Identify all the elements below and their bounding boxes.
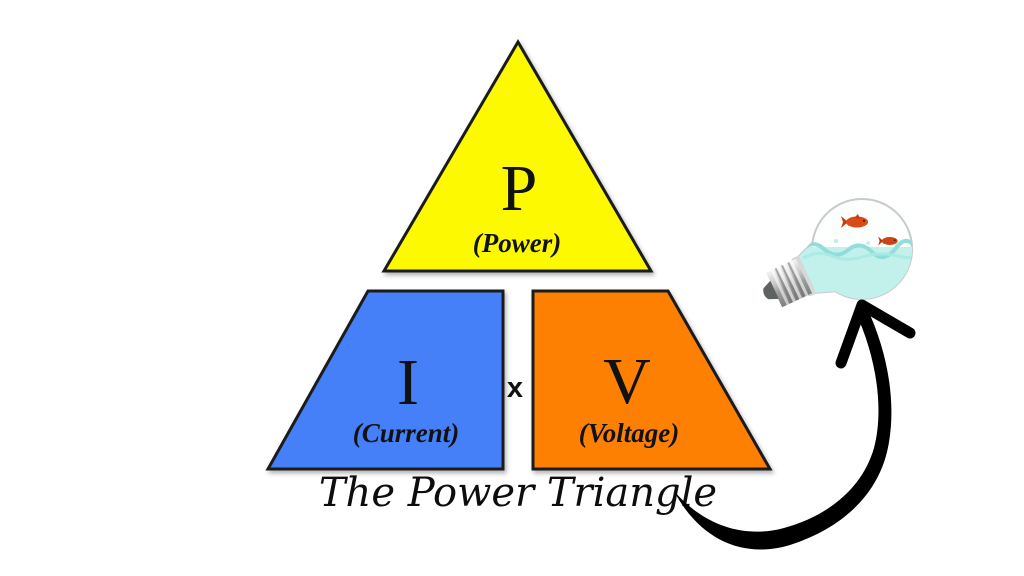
voltage-label: (Voltage) [579,418,680,448]
diagram-title: The Power Triangle [319,470,717,516]
power-label: (Power) [473,228,561,258]
power-symbol: P [501,152,538,225]
current-label: (Current) [353,418,460,448]
voltage-symbol: V [603,345,651,418]
goldfish-icon [841,214,868,228]
multiply-operator: x [507,372,523,404]
power-triangle-shape [381,39,654,273]
voltage-trapezoid-shape [531,289,773,471]
current-symbol: I [397,346,419,419]
current-trapezoid-shape [265,289,505,471]
goldfish-small-icon [878,236,898,246]
lightbulb-icon [763,197,925,322]
arrow-icon [674,299,916,550]
bulb-screw-base [763,256,816,308]
